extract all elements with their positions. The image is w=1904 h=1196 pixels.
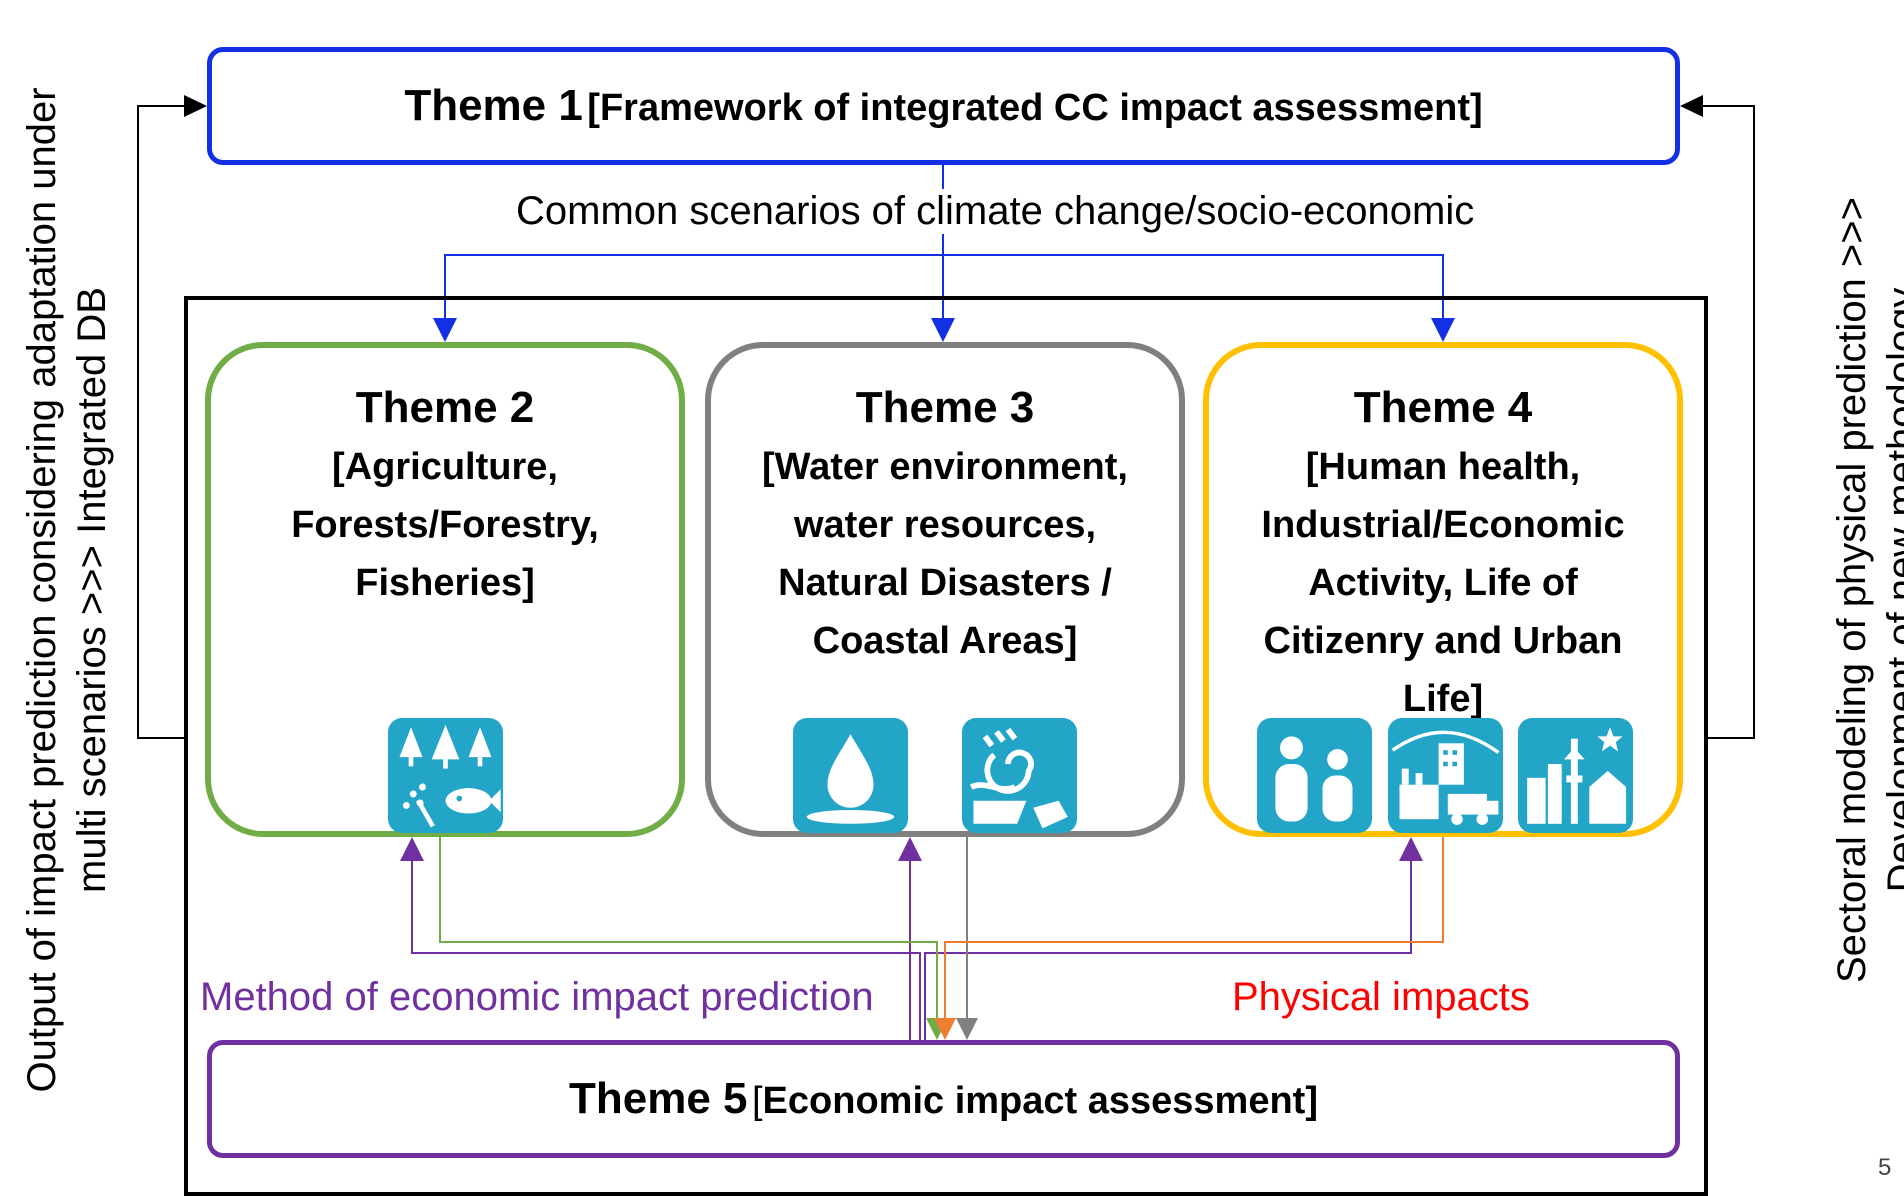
common-scenarios-label: Common scenarios of climate change/socio… — [514, 189, 1477, 234]
theme5-title: Economic impact assessment] — [762, 1080, 1318, 1122]
urban-life-icon — [1518, 718, 1633, 833]
left-feedback-arrowhead — [184, 95, 207, 117]
theme3-box: Theme 3 [Water environment, water resour… — [705, 342, 1185, 837]
industry-economy-icon — [1388, 718, 1503, 833]
theme5-heading: Theme 5 [Economic impact assessment] — [569, 1074, 1318, 1124]
scenario-arrowhead-theme2 — [433, 318, 457, 342]
right-side-line1: Sectoral modeling of physical prediction… — [1830, 197, 1874, 984]
page-number: 5 — [1878, 1154, 1892, 1181]
theme5-bracket: [ — [751, 1080, 763, 1122]
connector-layer — [137, 95, 1755, 1040]
left-feedback-line — [137, 105, 190, 739]
theme3-number: Theme 3 — [855, 383, 1035, 432]
left-side-line2: multi scenarios >>> Integrated DB — [70, 287, 114, 893]
theme1-heading: Theme 1 [Framework of integrated CC impa… — [404, 81, 1482, 131]
economic-arrowhead-theme3 — [898, 837, 922, 861]
water-drop-icon — [793, 718, 908, 833]
right-feedback-arrowhead — [1680, 95, 1703, 117]
economic-arrow-theme2 — [411, 860, 921, 1040]
physical-arrow-theme2 — [439, 837, 938, 1020]
right-side-label: Sectoral modeling of physical prediction… — [1827, 65, 1904, 1115]
scenario-arrowhead-theme4 — [1431, 318, 1455, 342]
scenario-branch-line — [444, 254, 1444, 318]
theme1-title: [Framework of integrated CC impact asses… — [587, 87, 1483, 129]
theme5-number: Theme 5 — [569, 1074, 748, 1123]
physical-arrowhead-theme4 — [934, 1018, 956, 1040]
physical-arrow-theme4 — [944, 837, 1444, 1020]
theme5-box: Theme 5 [Economic impact assessment] — [207, 1040, 1680, 1158]
human-health-icon — [1257, 718, 1372, 833]
economic-arrowhead-theme2 — [400, 837, 424, 861]
theme1-box: Theme 1 [Framework of integrated CC impa… — [207, 47, 1680, 165]
diagram-stage: Theme 1 [Framework of integrated CC impa… — [17, 47, 1904, 1196]
physical-arrowhead-theme3 — [956, 1018, 978, 1040]
scenario-arrowhead-theme3 — [931, 318, 955, 342]
theme3-title: [Water environment, water resources, Nat… — [762, 446, 1128, 662]
economic-arrow-theme4 — [924, 860, 1412, 1040]
natural-disaster-icon — [962, 718, 1077, 833]
physical-impacts-label: Physical impacts — [1232, 975, 1530, 1019]
theme2-number: Theme 2 — [355, 383, 535, 432]
theme1-number: Theme 1 — [404, 81, 583, 130]
right-side-line2: Development of new methodology — [1880, 287, 1904, 893]
theme4-number: Theme 4 — [1353, 383, 1533, 432]
economic-arrowhead-theme4 — [1399, 837, 1423, 861]
right-feedback-line — [1700, 105, 1755, 739]
theme2-title: [Agriculture, Forests/Forestry, Fisherie… — [291, 446, 599, 604]
left-side-label: Output of impact prediction considering … — [17, 65, 117, 1115]
economic-method-label: Method of economic impact prediction — [200, 975, 874, 1019]
theme4-title: [Human health, Industrial/Economic Activ… — [1261, 446, 1625, 720]
agriculture-forestry-fishery-icon — [388, 718, 503, 833]
left-side-line1: Output of impact prediction considering … — [20, 87, 64, 1093]
